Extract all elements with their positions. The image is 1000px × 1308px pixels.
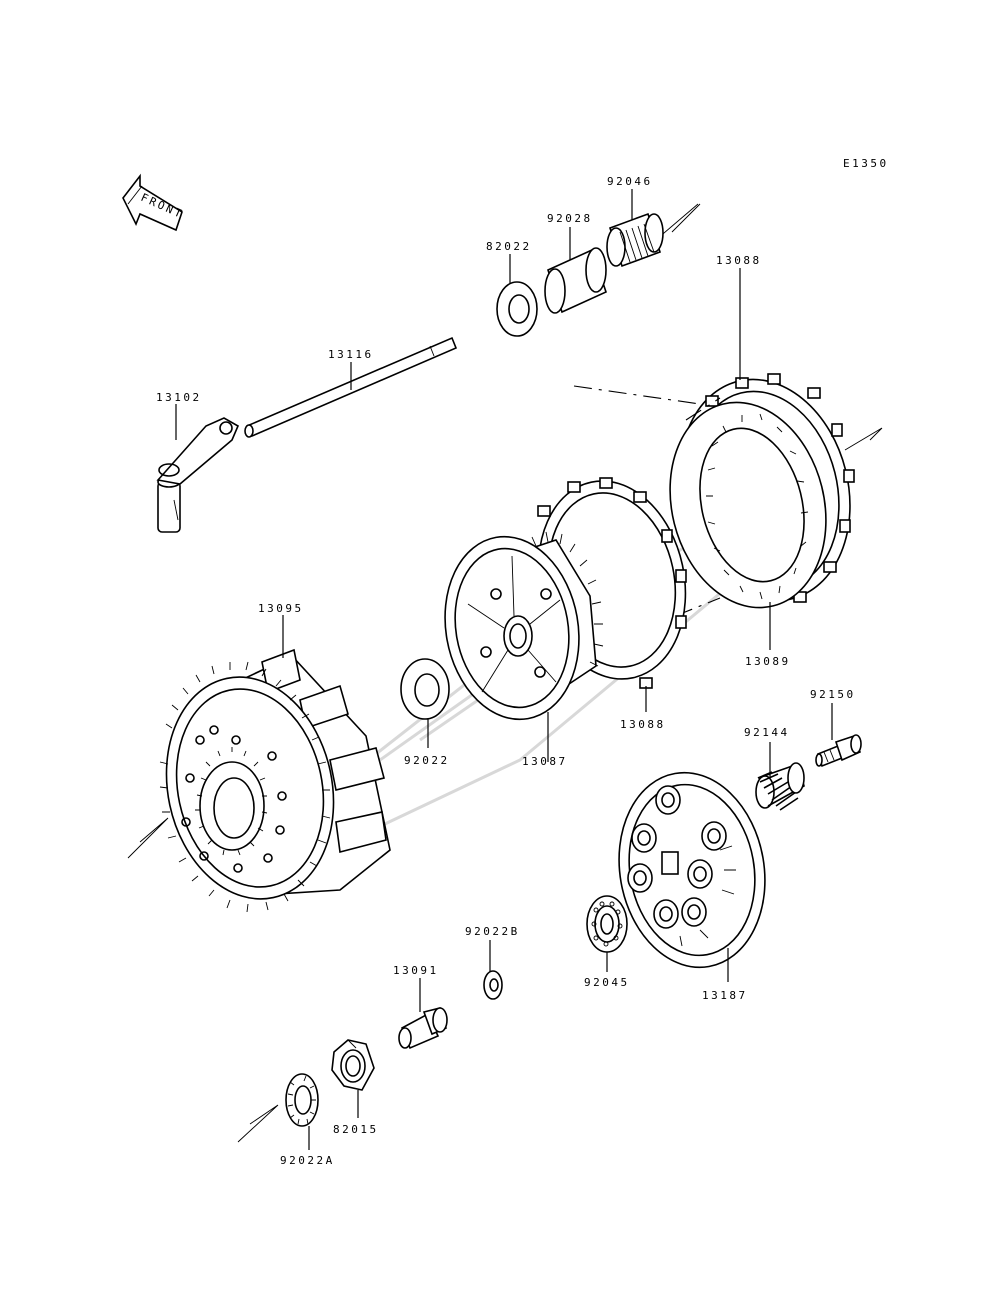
label-92144: 92144	[744, 726, 790, 739]
part-92150-bolt[interactable]	[815, 734, 862, 768]
label-13087: 13087	[522, 755, 568, 768]
part-13102-release-lever[interactable]	[156, 417, 240, 533]
label-13088-upper: 13088	[716, 254, 762, 267]
part-13089-steel-plate[interactable]	[649, 386, 847, 625]
label-92022: 92022	[404, 754, 450, 767]
front-arrow-icon: FRONT	[122, 173, 186, 232]
label-13187: 13187	[702, 989, 748, 1002]
label-82015: 82015	[333, 1123, 379, 1136]
part-92022-washer[interactable]	[400, 658, 450, 720]
part-92022A-lock-washer[interactable]	[285, 1073, 319, 1127]
diagram-code: E1350	[843, 157, 889, 170]
label-13102: 13102	[156, 391, 202, 404]
part-92144-spring[interactable]	[755, 762, 805, 811]
label-92046: 92046	[607, 175, 653, 188]
part-92028-collar[interactable]	[544, 247, 607, 314]
direction-arrows	[127, 203, 883, 1143]
label-13091: 13091	[393, 964, 439, 977]
part-92045-ball-bearing[interactable]	[586, 895, 628, 953]
part-82022-washer[interactable]	[496, 281, 538, 337]
label-92028: 92028	[547, 212, 593, 225]
part-13091-pin[interactable]	[398, 1007, 448, 1050]
label-92150: 92150	[810, 688, 856, 701]
label-13095: 13095	[258, 602, 304, 615]
part-92046-needle-bearing[interactable]	[606, 212, 664, 268]
label-13089: 13089	[745, 655, 791, 668]
part-92022B-washer[interactable]	[483, 970, 503, 1000]
label-92022B: 92022B	[465, 925, 520, 938]
label-82022: 82022	[486, 240, 532, 253]
label-92045: 92045	[584, 976, 630, 989]
part-13187-pressure-plate[interactable]	[604, 761, 780, 979]
part-13095-clutch-housing[interactable]	[147, 648, 391, 915]
part-82015-nut[interactable]	[331, 1039, 375, 1091]
label-92022A: 92022A	[280, 1154, 335, 1167]
label-13116: 13116	[328, 348, 374, 361]
label-13088-lower: 13088	[620, 718, 666, 731]
part-13087-clutch-hub[interactable]	[431, 526, 604, 730]
